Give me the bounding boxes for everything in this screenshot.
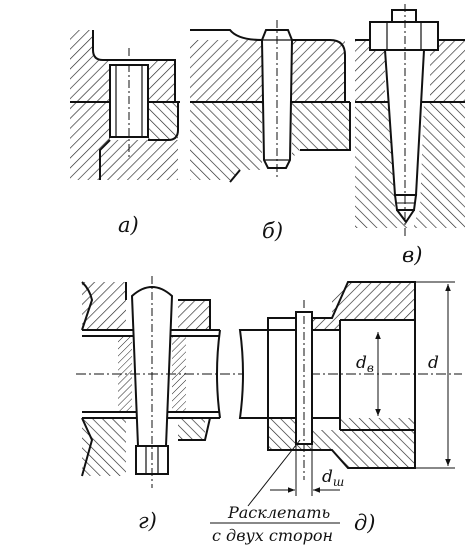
view-v-threaded-taper-pin [355, 4, 465, 236]
note-line-2: с двух сторон [212, 526, 333, 545]
view-b-taper-pin [190, 20, 351, 183]
view-a-cylindrical-pin [70, 30, 180, 180]
view-d-riveted-pin-hub [210, 281, 455, 524]
view-g-pin-through-shaft [81, 276, 221, 488]
note-line-1: Расклепать [227, 503, 330, 522]
dim-pin-diameter: dш [322, 467, 344, 489]
dim-bore-diameter: dв [356, 353, 374, 375]
label-b: б) [262, 219, 283, 243]
dim-outer-diameter: d [428, 353, 439, 373]
label-g: г) [138, 509, 157, 533]
label-a: а) [118, 213, 139, 237]
label-v: в) [402, 243, 422, 267]
label-d: д) [354, 511, 376, 535]
